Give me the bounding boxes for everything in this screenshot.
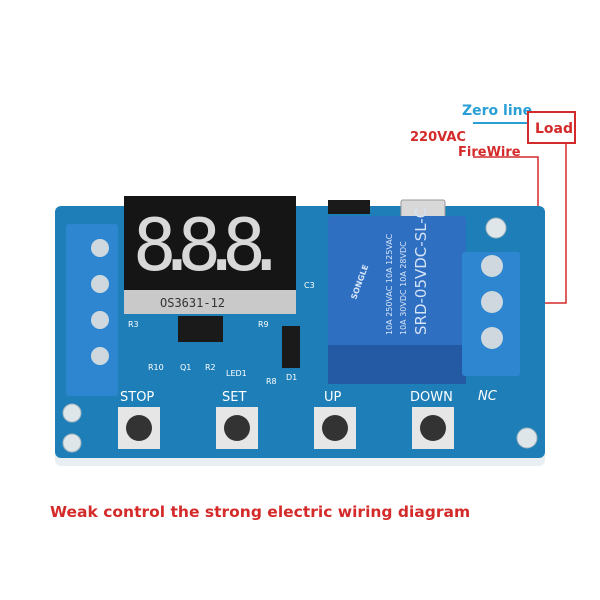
label-r9: R9 [258,320,269,329]
diode-d1 [282,326,300,368]
mount-hole-icon [62,433,82,453]
relay-board: 8.8.8. OS3631-12 R3 R9 R10 Q1 R2 LED1 R8… [55,196,545,466]
up-button[interactable] [314,407,356,449]
ic-chip [178,316,223,342]
label-r10: R10 [148,363,164,372]
screw-icon [91,347,109,365]
display-label-strip [124,290,296,314]
voltage-label: 220VAC [410,130,466,145]
stop-button[interactable] [118,407,160,449]
label-r8: R8 [266,377,277,386]
relay-base [328,345,466,384]
screw-icon [91,275,109,293]
relay-rating-1: 10A 250VAC 10A 125VAC [385,233,394,335]
load-box [527,111,576,144]
screw-icon [481,327,503,349]
label-led1: LED1 [226,369,247,378]
screw-icon [481,255,503,277]
zero-line-label: Zero line [462,103,532,119]
right-terminal-block [462,252,520,376]
seven-segment-display [124,196,296,292]
caption: Weak control the strong electric wiring … [50,503,471,521]
down-label: DOWN [410,390,453,405]
relay-model: SRD-05VDC-SL-C [412,208,430,335]
load-label: Load [535,121,573,137]
label-r2: R2 [205,363,216,372]
set-button[interactable] [216,407,258,449]
display-model: OS3631-12 [160,296,225,310]
label-q1: Q1 [180,363,191,372]
screw-icon [481,291,503,313]
mount-hole-icon [485,217,507,239]
screw-icon [91,239,109,257]
relay [328,216,466,384]
mount-hole-icon [62,403,82,423]
nc-label: NC [478,389,498,404]
transistor [328,200,370,214]
relay-rating-2: 10A 30VDC 10A 28VDC [399,241,408,335]
mount-hole-icon [516,427,538,449]
stop-label: STOP [120,390,154,405]
down-button[interactable] [412,407,454,449]
label-c3: C3 [304,281,315,290]
up-label: UP [324,390,342,405]
screw-icon [91,311,109,329]
display-digits: 8.8.8. [133,203,288,287]
label-d1: D1 [286,373,297,382]
set-label: SET [222,390,246,405]
label-r3: R3 [128,320,139,329]
